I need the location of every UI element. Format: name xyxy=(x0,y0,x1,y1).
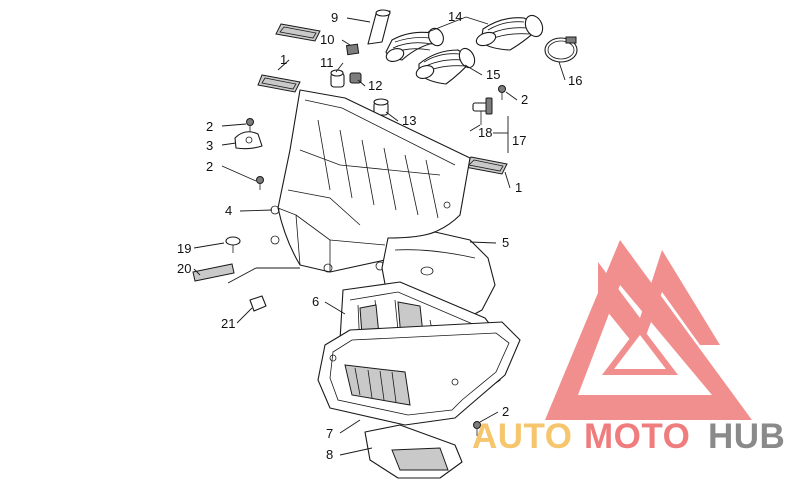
leader-lines xyxy=(193,16,566,456)
watermark-text-auto: AUTO xyxy=(472,417,573,456)
callout-labels: 1 1 2 2 2 2 3 4 5 6 7 8 9 10 11 12 13 14… xyxy=(177,9,582,462)
part-1-pad-right xyxy=(464,156,508,175)
callout-19: 19 xyxy=(177,241,191,256)
callout-15: 15 xyxy=(486,67,500,82)
callout-2a: 2 xyxy=(206,119,213,134)
callout-2d: 2 xyxy=(502,404,509,419)
callout-5: 5 xyxy=(502,235,509,250)
part-14-boot-right xyxy=(475,14,544,51)
part-2-screw-b xyxy=(256,176,264,190)
callout-8: 8 xyxy=(326,447,333,462)
part-14-boot-left xyxy=(385,27,444,62)
callout-1b: 1 xyxy=(515,180,522,195)
part-2-screw-a xyxy=(246,118,254,133)
part-20-strip xyxy=(192,263,235,282)
callout-17: 17 xyxy=(512,133,526,148)
callout-20: 20 xyxy=(177,261,191,276)
part-3-bracket xyxy=(234,131,263,150)
callout-14: 14 xyxy=(448,9,462,24)
part-15-boot xyxy=(415,47,476,85)
callout-2c: 2 xyxy=(521,92,528,107)
part-10-clip xyxy=(345,43,360,56)
watermark-text-hub: HUB xyxy=(708,417,785,456)
part-13-grommet xyxy=(373,98,389,116)
watermark-logo xyxy=(545,240,752,420)
part-11-grommet xyxy=(330,69,345,88)
part-8-screen xyxy=(364,424,463,479)
callout-11: 11 xyxy=(320,55,334,70)
callout-21: 21 xyxy=(221,316,235,331)
callout-9: 9 xyxy=(331,10,338,25)
part-7-frame xyxy=(317,321,521,426)
callout-6: 6 xyxy=(312,294,319,309)
watermark-wordmark: AUTO MOTO HUB xyxy=(472,417,785,456)
part-2-screw-d xyxy=(473,421,481,436)
part-1-pad-mid xyxy=(257,74,301,93)
logo-triangle-outer xyxy=(545,240,752,420)
callout-4: 4 xyxy=(225,203,232,218)
part-19-push-rivet xyxy=(225,236,241,253)
part-16-clamp xyxy=(544,36,578,63)
logo-inner-triangle xyxy=(601,325,679,375)
part-21-clip xyxy=(249,295,267,312)
part-9-sleeve xyxy=(367,9,391,45)
callout-1a: 1 xyxy=(280,52,287,67)
callout-10: 10 xyxy=(320,32,334,47)
callout-3: 3 xyxy=(206,138,213,153)
logo-m-peak xyxy=(598,250,720,352)
part-18-sensor xyxy=(472,97,493,125)
callout-16: 16 xyxy=(568,73,582,88)
watermark-text-moto: MOTO xyxy=(584,417,690,456)
callout-2b: 2 xyxy=(206,159,213,174)
callout-12: 12 xyxy=(368,78,382,93)
part-1-pad-top xyxy=(275,23,321,42)
callout-18: 18 xyxy=(478,125,492,140)
part-2-screw-c xyxy=(498,85,506,100)
callout-7: 7 xyxy=(326,426,333,441)
callout-13: 13 xyxy=(402,113,416,128)
